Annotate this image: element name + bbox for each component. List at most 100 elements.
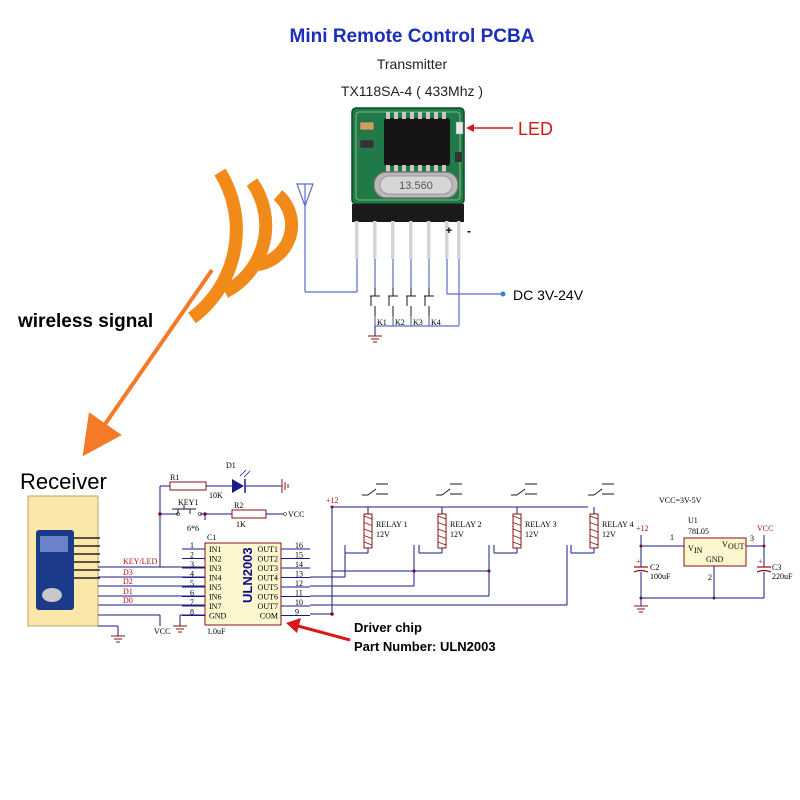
pin-label-d1: D1 (123, 587, 133, 596)
reg-pin3: 3 (750, 534, 754, 543)
c3-plus: + (758, 557, 763, 566)
diagram-title: Mini Remote Control PCBA (290, 26, 535, 47)
chip-left-pin-number: 6 (190, 589, 194, 598)
c2-label: C2 (650, 563, 659, 572)
vout-sub-label: OUT (728, 542, 745, 551)
chip-left-pin-number: 7 (190, 598, 194, 607)
chip-right-pin-number: 12 (295, 579, 303, 588)
transmitter-module: 13.560 + - (351, 107, 471, 259)
key-label-k4: K4 (431, 318, 441, 327)
pin-header-pins (355, 221, 461, 259)
regulator-gnd-label: GND (706, 555, 724, 564)
resistor-r1 (169, 481, 207, 491)
driver-chip-label: Driver chip (354, 620, 422, 635)
receiver-module (27, 495, 100, 627)
chip-left-pin-number: 4 (190, 570, 194, 579)
led-diode-icon (232, 469, 251, 493)
d1-label: D1 (226, 461, 236, 470)
chip-right-pin-number: 16 (295, 541, 303, 550)
chip-left-pin-label: IN7 (209, 602, 221, 611)
resistor-r2 (231, 509, 267, 519)
chip-right-pin-label: OUT6 (258, 593, 278, 602)
chip-right-pin-number: 10 (295, 598, 303, 607)
pin-label-key-led: KEY/LED (123, 557, 157, 566)
crystal-label: 13.560 (399, 180, 433, 192)
wireless-signal-label: wireless signal (17, 311, 153, 332)
r2-label: R2 (234, 501, 243, 510)
chip-left-pin-label: IN2 (209, 555, 221, 564)
plus-label: + (446, 225, 452, 237)
chip-right-pin-label: OUT7 (258, 602, 278, 611)
key-label-k2: K2 (395, 318, 405, 327)
r2-value: 1K (236, 520, 246, 529)
c1-label: C1 (207, 533, 216, 542)
chip-right-pin-number: 11 (295, 589, 303, 598)
chip-right-pin-label: OUT4 (258, 574, 278, 583)
regulator-section: VCC=3V-5V U1 78L05 V IN V OUT GND 1 2 3 … (633, 496, 793, 613)
regulator-78l05 (683, 537, 747, 567)
receiver-vcc-label: VCC (154, 627, 170, 636)
chip-right-pin-number: 13 (295, 570, 303, 579)
chip-left-pin-number: 5 (190, 579, 194, 588)
driver-note: Driver chip Part Number: ULN2003 (286, 618, 496, 654)
relay-voltage: 12V (525, 530, 539, 539)
chip-left-pin-label: GND (209, 612, 227, 621)
relay-label: RELAY 4 (602, 520, 634, 529)
relay-plus12-label: +12 (326, 496, 339, 505)
vout-label: V (722, 540, 728, 549)
vcc-range-label: VCC=3V-5V (659, 496, 702, 505)
chip-left-pin-number: 2 (190, 551, 194, 560)
vin-label: V (688, 544, 694, 553)
reg-pin1: 1 (670, 533, 674, 542)
c1-value: 1.0uF (207, 627, 226, 636)
antenna-icon (296, 183, 314, 292)
chip-right-pin-label: COM (260, 612, 278, 621)
chip-right-pin-number: 9 (295, 608, 299, 617)
led-label: LED (518, 119, 553, 139)
transmitter-ic (384, 112, 450, 172)
crystal: 13.560 (373, 171, 459, 199)
c3-label: C3 (772, 563, 781, 572)
key1-size: 6*6 (187, 524, 199, 533)
chip-left-pin-label: IN3 (209, 564, 221, 573)
pin-header (352, 204, 464, 222)
relay-drive-lines (310, 545, 568, 615)
model-caption: TX118SA-4 ( 433Mhz ) (341, 83, 483, 99)
reg-vcc-label: VCC (757, 524, 773, 533)
chip-right-pin-label: OUT2 (258, 555, 278, 564)
relay-label: RELAY 3 (525, 520, 557, 529)
relay-voltage: 12V (602, 530, 616, 539)
receiver-bus: KEY/LED D3 D2 D1 D0 VCC (98, 557, 205, 643)
vin-sub-label: IN (694, 546, 703, 555)
regulator-part: 78L05 (688, 527, 709, 536)
relay-voltage: 12V (376, 530, 390, 539)
relay-label: RELAY 1 (376, 520, 408, 529)
chip-left-pin-label: IN5 (209, 583, 221, 592)
chip-left-pin-number: 1 (190, 541, 194, 550)
reg-plus12-label: +12 (636, 524, 649, 533)
relay-voltage: 12V (450, 530, 464, 539)
pin-label-d2: D2 (123, 577, 133, 586)
pin-label-d0: D0 (123, 596, 133, 605)
chip-right-pin-label: OUT1 (258, 545, 278, 554)
chip-right-pin-number: 14 (295, 560, 303, 569)
minus-label: - (467, 224, 471, 238)
chip-right-pin-number: 15 (295, 551, 303, 560)
chip-left-pin-number: 8 (190, 608, 194, 617)
receiver-label: Receiver (20, 469, 107, 494)
relay-label: RELAY 2 (450, 520, 482, 529)
key1-label: KEY1 (178, 498, 198, 507)
driver-part-number: Part Number: ULN2003 (354, 639, 496, 654)
chip-left-pin-label: IN4 (209, 574, 221, 583)
c3-value: 220uF (772, 572, 793, 581)
pin-label-d3: D3 (123, 568, 133, 577)
chip-left-pin-number: 3 (190, 560, 194, 569)
r1-value: 10K (209, 491, 223, 500)
wireless-signal-icon (188, 168, 299, 324)
